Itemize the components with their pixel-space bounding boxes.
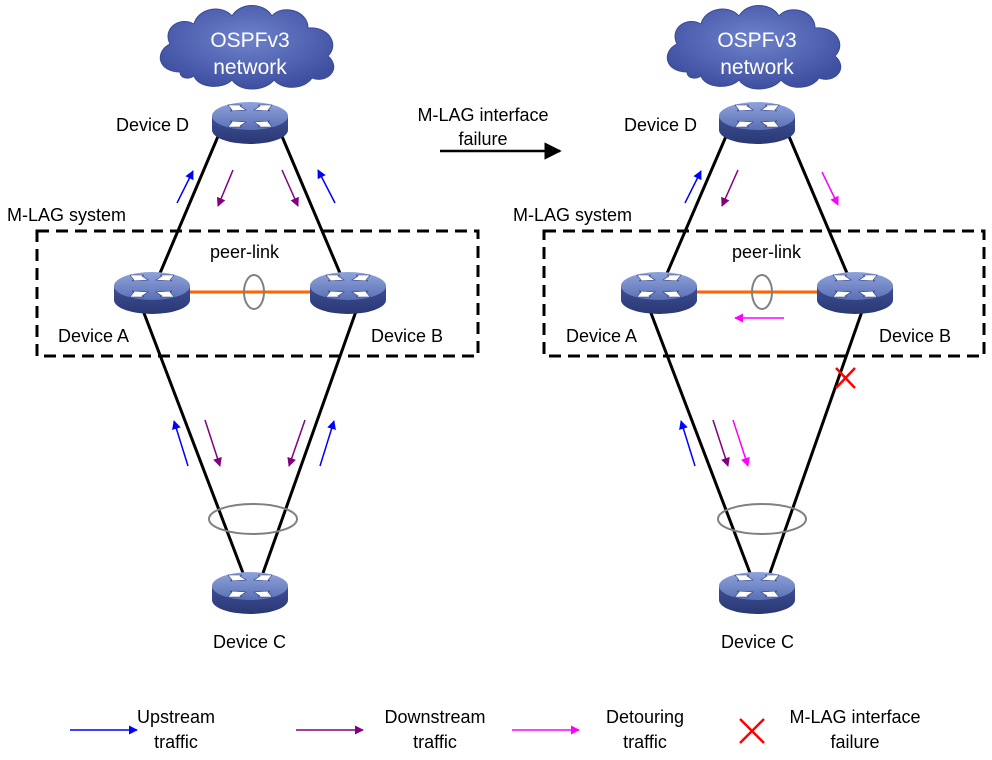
mlag-system-box <box>542 229 986 358</box>
device-c-icon <box>211 571 289 615</box>
mlag-system-box <box>35 229 480 358</box>
cloud-label-line1: OSPFv3 <box>210 29 289 52</box>
device-a-label: Device A <box>566 326 637 346</box>
device-d-label: Device D <box>116 115 189 135</box>
downstream-arrow <box>204 419 222 467</box>
mlag-system-label: M-LAG system <box>513 205 632 225</box>
upstream-arrow <box>176 170 194 204</box>
device-b-icon <box>816 271 894 315</box>
device-a-label: Device A <box>58 326 129 346</box>
device-c-label: Device C <box>721 632 794 652</box>
device-c-icon <box>718 571 796 615</box>
transition: M-LAG interface failure <box>417 105 562 160</box>
legend-failure-x-icon <box>739 718 765 744</box>
failure-x-icon <box>835 367 856 389</box>
legend-failure-label-line1: M-LAG interface <box>789 707 920 727</box>
left-topology: OSPFv3 network Device D M-LAG system pee… <box>7 5 480 652</box>
downstream-arrow <box>216 169 234 207</box>
link-d-a <box>660 133 729 286</box>
downstream-arrow <box>287 419 306 467</box>
device-a-icon <box>620 271 698 315</box>
transition-label-line2: failure <box>458 129 507 149</box>
device-b-icon <box>309 271 387 315</box>
right-topology: OSPFv3 network Device D M-LAG system pee… <box>513 5 986 652</box>
cloud-label-line2: network <box>213 56 287 79</box>
legend-downstream-label-line1: Downstream <box>384 707 485 727</box>
legend-failure-label-line2: failure <box>830 732 879 752</box>
upstream-arrow <box>319 420 336 467</box>
peer-link-label: peer-link <box>732 242 802 262</box>
peer-link-aggregation-ring <box>751 274 773 310</box>
downstream-arrow <box>281 169 299 207</box>
device-a-icon <box>113 271 191 315</box>
cloud-label-line1: OSPFv3 <box>717 29 796 52</box>
peer-link-label: peer-link <box>210 242 280 262</box>
link-b-c <box>261 299 362 574</box>
legend-detour-label-line1: Detouring <box>606 707 684 727</box>
device-c-label: Device C <box>213 632 286 652</box>
upstream-arrow <box>317 169 336 204</box>
legend-upstream-label-line2: traffic <box>154 732 198 752</box>
upstream-arrow <box>679 420 696 467</box>
legend-downstream-label-line2: traffic <box>413 732 457 752</box>
link-a-c <box>137 299 245 574</box>
device-d-icon <box>718 101 796 145</box>
cloud-label-line2: network <box>720 56 794 79</box>
peer-link-aggregation-ring <box>243 274 265 310</box>
link-d-a <box>153 133 221 286</box>
link-d-b <box>279 133 347 286</box>
upstream-arrow <box>684 170 702 204</box>
detour-arrow <box>732 419 750 467</box>
legend-detour-label-line2: traffic <box>623 732 667 752</box>
downstream-arrow <box>721 169 739 207</box>
transition-label-line1: M-LAG interface <box>417 105 548 125</box>
mlag-system-label: M-LAG system <box>7 205 126 225</box>
device-b-label: Device B <box>879 326 951 346</box>
downstream-arrow <box>712 419 730 467</box>
legend-upstream-label-line1: Upstream <box>137 707 215 727</box>
device-b-label: Device B <box>371 326 443 346</box>
upstream-arrow <box>172 420 189 467</box>
link-b-c <box>768 299 868 574</box>
mlag-aggregation-ring <box>208 503 298 535</box>
link-d-b <box>786 133 854 286</box>
mlag-aggregation-ring <box>717 503 807 535</box>
legend: Upstream traffic Downstream traffic Deto… <box>70 707 921 752</box>
device-d-icon <box>211 101 289 145</box>
device-d-label: Device D <box>624 115 697 135</box>
detour-arrow <box>821 171 839 206</box>
link-a-c <box>644 299 752 574</box>
